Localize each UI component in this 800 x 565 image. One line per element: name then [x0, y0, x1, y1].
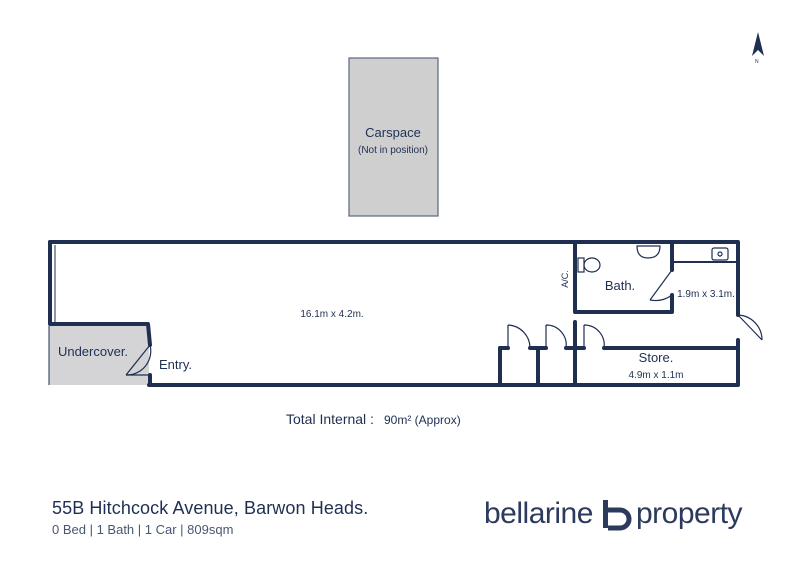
shower-icon [636, 245, 661, 259]
total-internal-value: 90m² (Approx) [384, 413, 461, 427]
entry-label: Entry. [159, 357, 192, 372]
north-arrow-icon [752, 32, 764, 56]
bath-label: Bath. [605, 278, 635, 293]
carspace-area [348, 57, 439, 217]
store-label: Store. [639, 350, 674, 365]
property-specs: 0 Bed | 1 Bath | 1 Car | 809sqm [52, 522, 234, 537]
property-address: 55B Hitchcock Avenue, Barwon Heads. [52, 498, 369, 518]
toilet-icon [577, 257, 601, 273]
store-dims: 4.9m x 1.1m [628, 370, 683, 381]
compass-label: N [755, 59, 759, 65]
total-internal-label: Total Internal : [286, 411, 374, 427]
brand-name-left: bellarine [484, 497, 593, 530]
carspace-title: Carspace [365, 125, 421, 140]
main-room-dims: 16.1m x 4.2m. [300, 309, 363, 320]
carspace-note: (Not in position) [358, 145, 428, 156]
undercover-label: Undercover. [58, 344, 128, 359]
bath-dims: 1.9m x 3.1m. [677, 289, 735, 300]
brand-name-right: property [636, 497, 743, 530]
basin-icon [711, 247, 729, 261]
walls [48, 240, 740, 387]
door-swings [125, 269, 763, 376]
ac-label: A/C. [560, 270, 570, 288]
brand-logo-icon [603, 500, 632, 531]
